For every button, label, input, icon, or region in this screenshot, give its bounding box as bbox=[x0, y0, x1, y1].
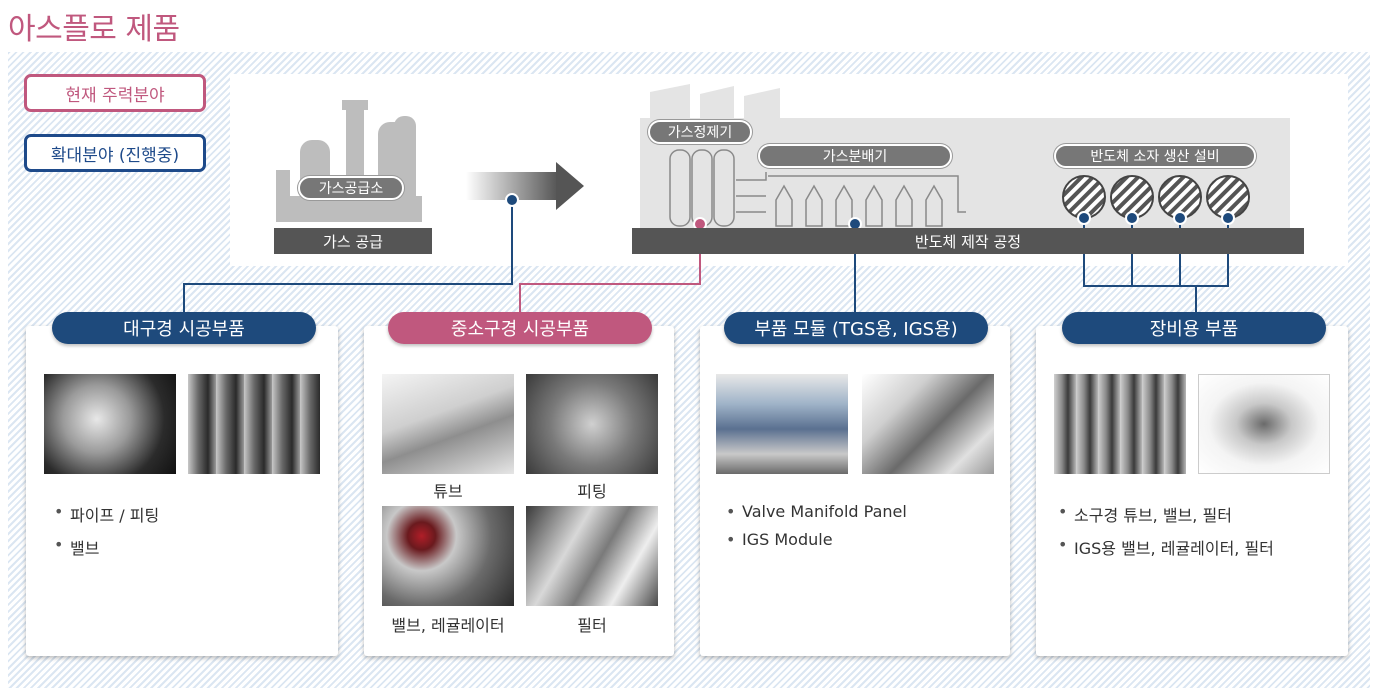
card-header-equipment: 장비용 부품 bbox=[1062, 312, 1326, 344]
legend-current-focus: 현재 주력분야 bbox=[24, 74, 206, 112]
card-large-bore: 파이프 / 피팅 밸브 bbox=[26, 326, 338, 656]
bullet-item: 파이프 / 피팅 bbox=[52, 502, 159, 526]
filter-photo bbox=[526, 506, 658, 606]
bullet-item: Valve Manifold Panel bbox=[724, 502, 907, 521]
gas-supply-bar: 가스 공급 bbox=[274, 228, 432, 254]
card-equipment: 소구경 튜브, 밸브, 필터 IGS용 밸브, 레귤레이터, 필터 bbox=[1036, 326, 1348, 656]
caption-tube: 튜브 bbox=[433, 482, 463, 501]
legend-expansion: 확대분야 (진행중) bbox=[24, 134, 206, 172]
fab-process-bar: 반도체 제작 공정 bbox=[632, 228, 1304, 254]
tube-photo bbox=[382, 374, 514, 474]
bullet-item: IGS용 밸브, 레귤레이터, 필터 bbox=[1056, 535, 1274, 559]
caption-fitting: 피팅 bbox=[577, 482, 607, 501]
valves-photo bbox=[1054, 374, 1186, 474]
gas-plant-label: 가스공급소 bbox=[298, 176, 404, 200]
card-module: Valve Manifold Panel IGS Module bbox=[700, 326, 1010, 656]
bullet-item: 밸브 bbox=[52, 535, 159, 559]
card-equipment-bullets: 소구경 튜브, 밸브, 필터 IGS용 밸브, 레귤레이터, 필터 bbox=[1056, 502, 1274, 568]
card-header-large-bore: 대구경 시공부품 bbox=[52, 312, 316, 344]
card-large-bore-bullets: 파이프 / 피팅 밸브 bbox=[52, 502, 159, 568]
page-title: 아스플로 제품 bbox=[8, 12, 180, 47]
manifold-panel-photo bbox=[716, 374, 848, 474]
equipment-label: 반도체 소자 생산 설비 bbox=[1054, 144, 1256, 168]
card-module-bullets: Valve Manifold Panel IGS Module bbox=[724, 502, 907, 558]
valve-regulator-photo bbox=[382, 506, 514, 606]
filter-parts-photo bbox=[1198, 374, 1330, 474]
purifier-label: 가스정제기 bbox=[648, 120, 752, 144]
igs-module-photo bbox=[862, 374, 994, 474]
card-header-module: 부품 모듈 (TGS용, IGS용) bbox=[724, 312, 988, 344]
bullet-item: IGS Module bbox=[724, 530, 907, 549]
valve-photo bbox=[44, 374, 176, 474]
fitting-photo bbox=[526, 374, 658, 474]
caption-valve-regulator: 밸브, 레귤레이터 bbox=[391, 616, 505, 635]
card-small-bore: 튜브 피팅 밸브, 레귤레이터 필터 bbox=[364, 326, 674, 656]
piping-photo bbox=[188, 374, 320, 474]
caption-filter: 필터 bbox=[577, 616, 607, 635]
card-header-small-bore: 중소구경 시공부품 bbox=[388, 312, 652, 344]
distributor-label: 가스분배기 bbox=[758, 144, 952, 168]
bullet-item: 소구경 튜브, 밸브, 필터 bbox=[1056, 502, 1274, 526]
